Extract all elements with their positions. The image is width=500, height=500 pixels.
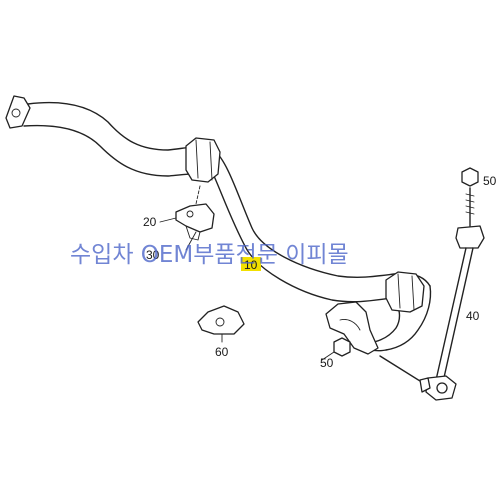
bracket-20 — [159, 185, 215, 251]
left-bushing — [185, 137, 221, 183]
bar-upper-edge — [27, 101, 431, 287]
right-bushing-body — [385, 271, 425, 313]
bracket-20-guide-line — [195, 185, 201, 205]
right-bushing — [325, 271, 425, 355]
callout-30: 30 — [146, 248, 160, 262]
right-clamp-contour — [339, 319, 361, 331]
callout-20: 20 — [143, 215, 157, 229]
bracket-20-bolt-hole — [186, 210, 194, 218]
callout-40: 40 — [466, 309, 480, 323]
bracket-20-flange — [185, 225, 201, 241]
bracket-60 — [197, 305, 245, 343]
bar-left-end-hole — [11, 108, 21, 118]
watermark-text: 수입차 OEM부품전문 이피몰 — [70, 242, 349, 268]
left-bushing-body — [185, 137, 221, 183]
right-bushing-ribs — [397, 273, 415, 311]
right-clamp-body — [325, 301, 379, 355]
link-bottom-nut — [419, 377, 431, 393]
callout-50-top: 50 — [483, 174, 497, 188]
link-rod-right-edge — [442, 247, 474, 383]
link-top-nut — [461, 167, 479, 187]
link-rod-left-edge — [435, 247, 467, 381]
callout-50-bottom: 50 — [320, 356, 334, 370]
callout-60: 60 — [215, 345, 229, 359]
link-bottom-ball — [436, 382, 448, 394]
left-bushing-ribs — [195, 139, 213, 181]
bracket-20-body — [175, 203, 215, 233]
link-rod-40 — [379, 167, 485, 401]
nut-50-bottom — [321, 337, 351, 361]
callout-10-highlight — [241, 257, 261, 271]
callouts: 10 20 30 40 50 50 60 — [143, 174, 497, 370]
link-top-thread — [465, 193, 475, 215]
nut-50-bottom-body — [333, 337, 351, 357]
callout-10: 10 — [244, 258, 258, 272]
link-top-ball-joint — [455, 225, 485, 249]
bracket-30-leader — [185, 231, 197, 251]
bracket-20-leader — [159, 217, 177, 223]
bar-right-outer-edge — [385, 285, 432, 351]
nut-50-bottom-leader — [321, 351, 335, 361]
bracket-60-body — [197, 305, 245, 335]
bracket-60-hole — [215, 317, 225, 327]
bar-left-end-eye — [5, 95, 31, 129]
